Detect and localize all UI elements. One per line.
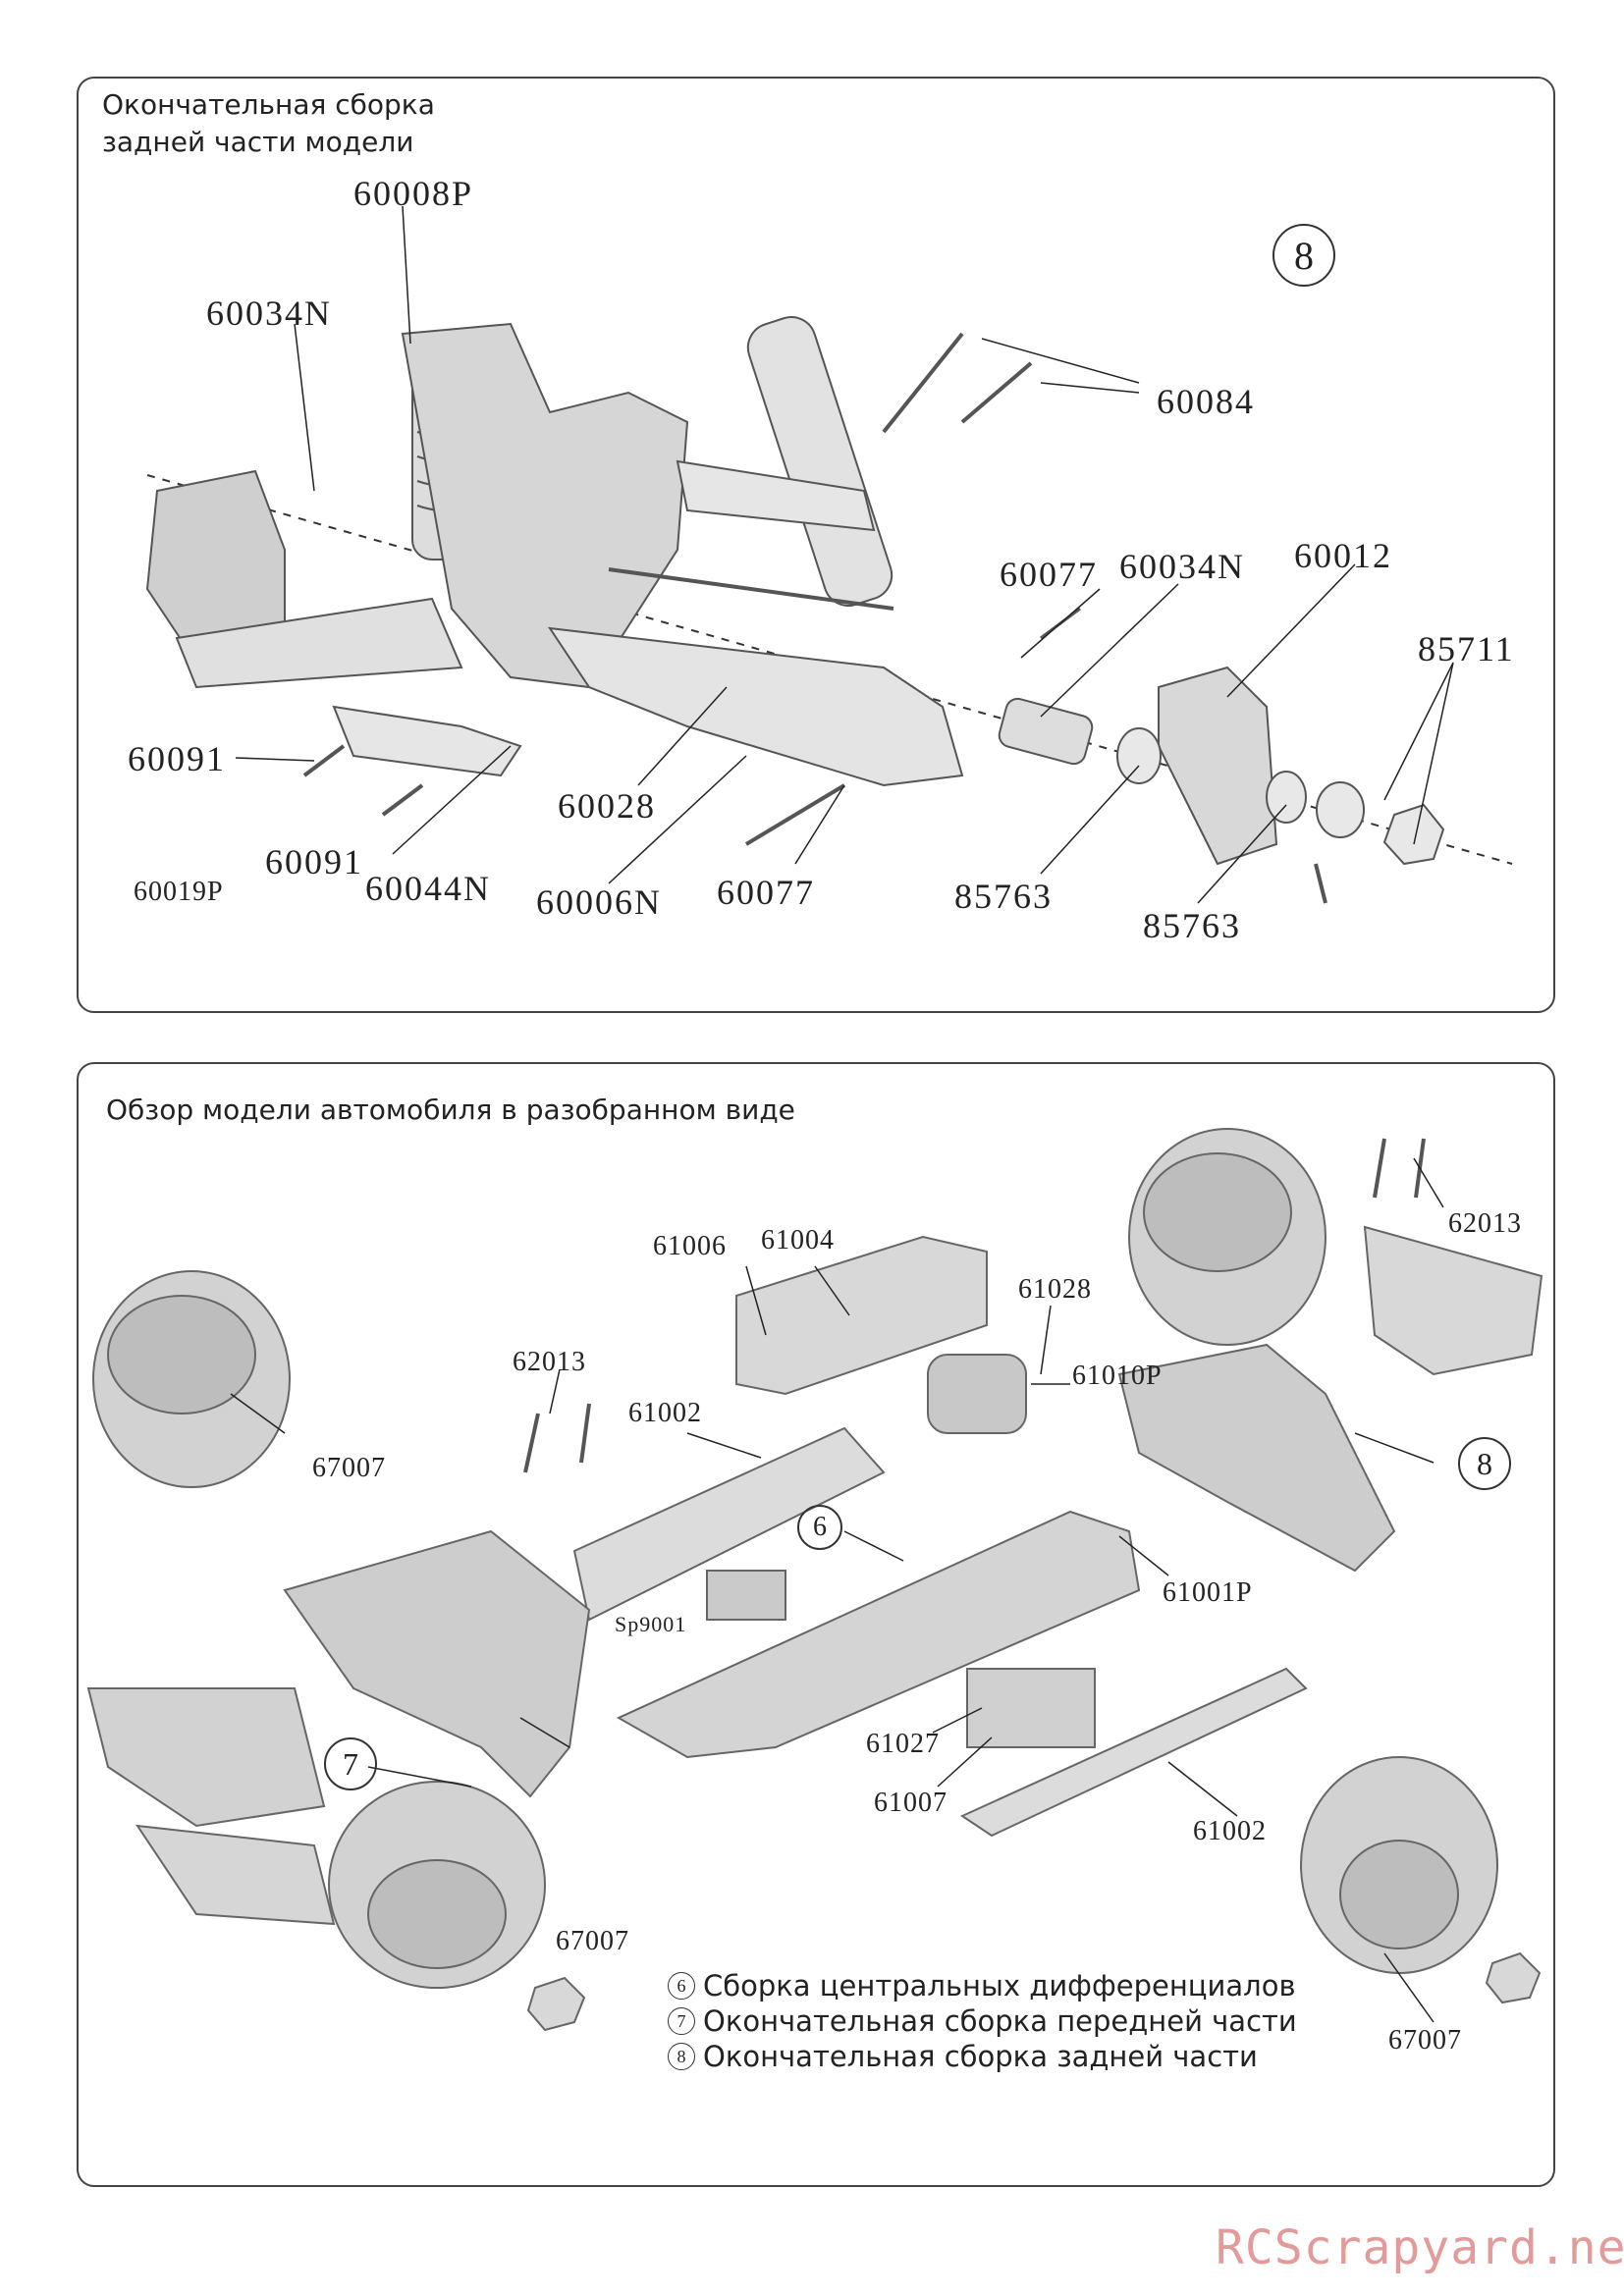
- part-label-60008P: 60008P: [353, 174, 474, 213]
- part-label-67007-front-left: 67007: [312, 1453, 386, 1483]
- part-label-61004: 61004: [761, 1225, 835, 1255]
- part-label-61002-top: 61002: [628, 1398, 702, 1428]
- part-label-60019P: 60019P: [134, 877, 224, 907]
- legend-text: Окончательная сборка задней части: [703, 2040, 1258, 2073]
- part-label-67007-front-right: 67007: [556, 1926, 629, 1956]
- legend-num: 7: [668, 2007, 695, 2035]
- part-label-60091-upper: 60091: [128, 739, 226, 778]
- wheel-front-left: [92, 1270, 291, 1488]
- part-label-61007: 61007: [874, 1788, 947, 1818]
- part-label-85763-right: 85763: [1143, 906, 1241, 945]
- part-label-85763-left: 85763: [954, 877, 1053, 916]
- part-label-61002-bottom: 61002: [1193, 1816, 1267, 1846]
- part-label-60077-lower: 60077: [717, 873, 815, 912]
- part-label-61027: 61027: [866, 1729, 940, 1759]
- exploded-view-title: Обзор модели автомобиля в разобранном ви…: [106, 1094, 795, 1126]
- rear-assembly-title: Окончательная сборка задней части модели: [102, 88, 435, 158]
- legend-text: Сборка центральных дифференциалов: [703, 1969, 1296, 2002]
- callout-6: 6: [797, 1505, 842, 1550]
- part-label-85711: 85711: [1418, 629, 1515, 668]
- part-label-60012: 60012: [1294, 536, 1392, 575]
- part-label-60006N: 60006N: [536, 882, 662, 922]
- part-label-67007-rear-right: 67007: [1388, 2025, 1462, 2056]
- legend-text: Окончательная сборка передней части: [703, 2004, 1297, 2038]
- part-label-60028: 60028: [558, 786, 656, 826]
- step-number-8: 8: [1272, 224, 1335, 287]
- part-label-60091-lower: 60091: [265, 842, 363, 881]
- watermark: RCScrapyard.net: [1216, 2220, 1624, 2275]
- part-label-60084: 60084: [1157, 382, 1255, 421]
- part-label-61006: 61006: [653, 1231, 727, 1261]
- legend: 6 Сборка центральных дифференциалов 7 Ок…: [668, 1968, 1297, 2074]
- legend-num: 8: [668, 2043, 695, 2070]
- part-label-60077-upper: 60077: [1000, 555, 1098, 594]
- part-label-61028: 61028: [1018, 1274, 1092, 1305]
- part-label-62013-right: 62013: [1448, 1208, 1522, 1239]
- legend-num: 6: [668, 1972, 695, 2000]
- part-label-60044N: 60044N: [365, 869, 491, 908]
- part-label-62013-left: 62013: [513, 1347, 586, 1377]
- legend-row: 6 Сборка центральных дифференциалов: [668, 1968, 1297, 2003]
- legend-row: 8 Окончательная сборка задней части: [668, 2039, 1297, 2074]
- part-label-61001P: 61001P: [1163, 1577, 1253, 1608]
- part-label-60034N-right: 60034N: [1119, 547, 1245, 586]
- callout-8: 8: [1458, 1437, 1511, 1490]
- part-label-61010P: 61010P: [1072, 1361, 1163, 1391]
- legend-row: 7 Окончательная сборка передней части: [668, 2003, 1297, 2039]
- callout-7: 7: [324, 1737, 377, 1790]
- part-label-60034N-left: 60034N: [206, 294, 332, 333]
- part-label-Sp9001: Sp9001: [615, 1612, 687, 1636]
